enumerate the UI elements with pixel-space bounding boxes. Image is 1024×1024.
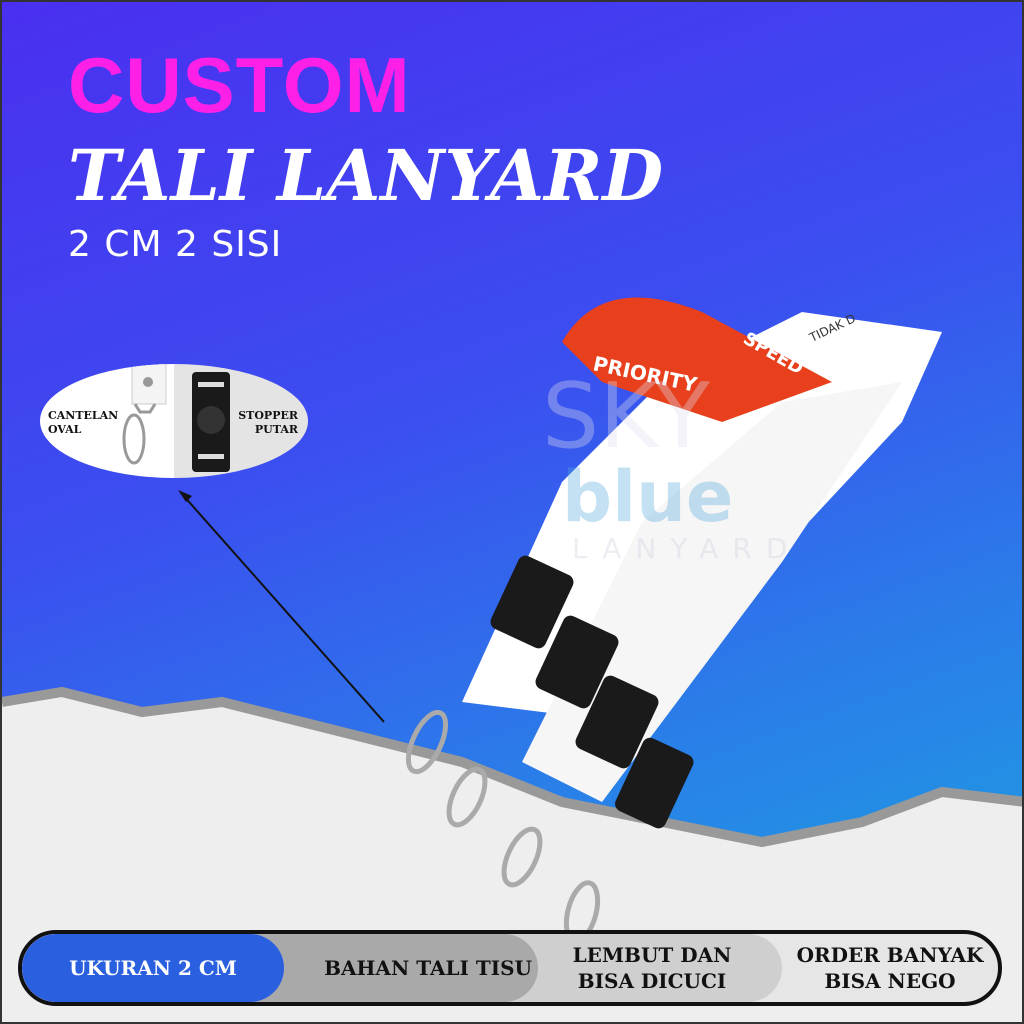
arrow-head-icon [178,490,192,502]
feature-label: BAHAN TALI TISU [324,956,532,980]
title-custom: CUSTOM [68,41,411,129]
pointer-arrow [181,493,385,723]
feature-label: UKURAN 2 CM [69,956,237,980]
lanyard-straps: PRIORITY SPEED TIDAK D [405,297,942,944]
feature-order: ORDER BANYAK BISA NEGO [782,934,998,1002]
accessory-inset: CANTELAN OVAL STOPPER PUTAR [40,364,308,478]
feature-label: ORDER BANYAK BISA NEGO [796,943,984,993]
feature-label: LEMBUT DAN BISA DICUCI [572,943,732,993]
feature-bar: LEMBUT DAN BISA DICUCI BAHAN TALI TISU U… [18,930,1002,1006]
watermark-blue: blue [562,456,734,538]
watermark-lanyard: LANYARD [572,532,802,565]
title-tali-lanyard: TALI LANYARD [68,134,664,217]
accessory-illustration [122,364,230,472]
watermark-logo: SKY blue LANYARD [422,364,802,566]
label-stopper-putar: STOPPER PUTAR [238,409,298,436]
feature-ukuran: UKURAN 2 CM [22,934,284,1002]
watermark-sky: SKY [542,364,710,469]
subtitle-size: 2 CM 2 SISI [68,224,283,265]
label-cantelan-oval: CANTELAN OVAL [48,409,119,436]
